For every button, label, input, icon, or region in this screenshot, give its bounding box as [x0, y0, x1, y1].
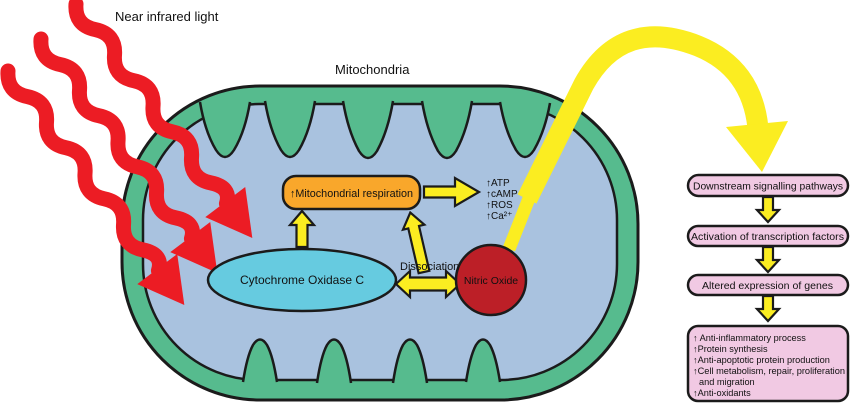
- crista: [198, 101, 252, 159]
- gene-expression-label: Altered expression of genes: [702, 281, 833, 292]
- nir-light-arrows: [0, 0, 253, 306]
- nir-wave-arrow: [68, 0, 253, 239]
- cytochrome-ellipse: [206, 247, 398, 313]
- diagonal-arrow-shape: [401, 210, 431, 275]
- cytochrome-to-respiration-arrow: [287, 209, 317, 249]
- flow-arrow: [754, 294, 782, 323]
- flow-arrow: [754, 245, 782, 274]
- cristae-bottom: [241, 338, 502, 384]
- near-infrared-light-label: Near infrared light: [115, 9, 219, 24]
- downstream-pathways-label: Downstream signalling pathways: [693, 182, 843, 193]
- crista: [464, 338, 502, 383]
- mitochondria-label: Mitochondria: [335, 62, 410, 77]
- signal-arrow-curve: [517, 26, 769, 204]
- nir-wave: [68, 0, 235, 212]
- nitric-oxide-label: Nitric Oxide: [464, 275, 518, 287]
- nir-wave: [0, 63, 167, 279]
- messenger-camp: ↑cAMP: [486, 189, 518, 200]
- nir-wave: [33, 31, 200, 247]
- respiration-node: ↑Mitochondrial respiration: [281, 174, 422, 211]
- down-arrow-shape: [754, 245, 782, 274]
- nitric-oxide-signal-arrow: [502, 26, 788, 252]
- flow-arrow: [754, 195, 782, 224]
- nir-arrowhead: [137, 254, 185, 306]
- crista: [391, 338, 429, 384]
- outcomes-node: ↑ Anti-inflammatory process ↑Protein syn…: [686, 324, 850, 403]
- signal-arrowhead: [726, 121, 788, 172]
- cytochrome-node: Cytochrome Oxidase C: [206, 247, 398, 313]
- nitric-oxide-circle: [454, 243, 528, 317]
- crista: [241, 338, 279, 383]
- downstream-flow: Downstream signalling pathways Activatio…: [686, 173, 850, 403]
- dissociation-label: Dissociation: [400, 261, 459, 273]
- outcome-line: ↑Protein synthesis: [693, 344, 768, 354]
- respiration-box: [281, 174, 422, 211]
- transcription-factors-label: Activation of transcription factors: [691, 232, 844, 243]
- messenger-list: ↑ATP ↑cAMP ↑ROS ↑Ca²⁺: [486, 178, 518, 222]
- cristae-top: [198, 100, 552, 160]
- respiration-output-arrow: [422, 176, 482, 208]
- respiration-label: ↑Mitochondrial respiration: [290, 188, 413, 200]
- nir-arrowhead: [205, 187, 253, 239]
- outcomes-box: [686, 324, 850, 403]
- crista: [315, 338, 353, 384]
- outcome-line: ↑Cell metabolism, repair, proliferation: [693, 366, 845, 376]
- crista: [341, 100, 395, 160]
- outcome-line: and migration: [699, 377, 755, 387]
- messenger-ca: ↑Ca²⁺: [486, 211, 512, 222]
- outcome-line: ↑Anti-apoptotic protein production: [693, 355, 830, 365]
- nir-wave-arrow: [33, 31, 218, 274]
- down-arrow-shape: [754, 294, 782, 323]
- down-arrow-shape: [754, 195, 782, 224]
- nir-arrowhead: [170, 222, 218, 274]
- crista: [263, 100, 317, 159]
- outcome-line: ↑Anti-oxidants: [693, 388, 751, 398]
- outcome-line: ↑ Anti-inflammatory process: [693, 333, 806, 343]
- nitric-oxide-node: Nitric Oxide: [454, 243, 528, 317]
- crista: [498, 101, 552, 159]
- messenger-ros: ↑ROS: [486, 200, 513, 211]
- nir-wave-arrow: [0, 63, 185, 306]
- nitric-oxide-to-respiration-arrow: [401, 210, 431, 275]
- cytochrome-label: Cytochrome Oxidase C: [240, 273, 364, 287]
- crista: [420, 100, 474, 160]
- messenger-atp: ↑ATP: [486, 178, 510, 189]
